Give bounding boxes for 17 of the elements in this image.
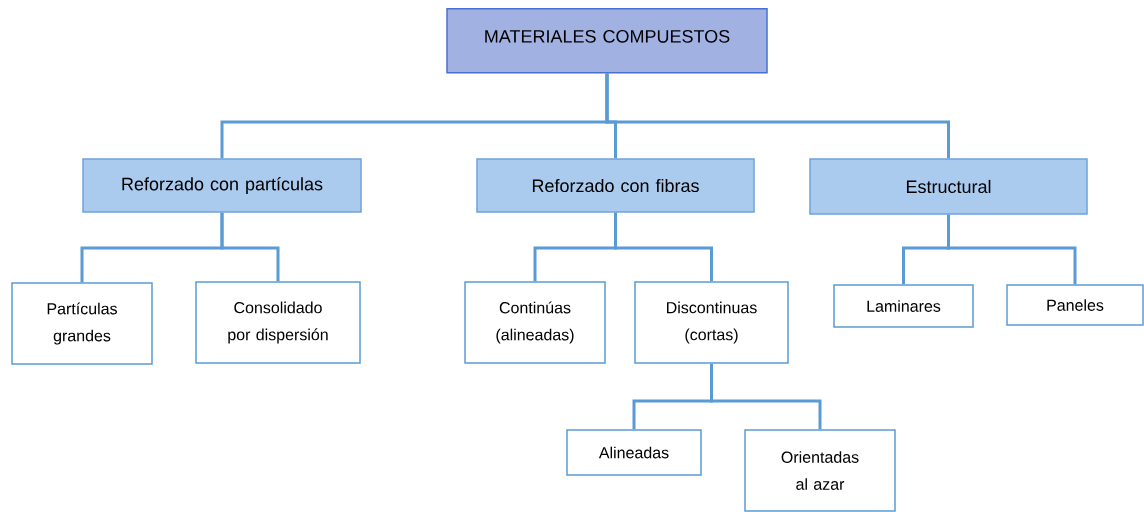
connector-line <box>614 212 713 282</box>
category-box: Estructural <box>809 158 1088 215</box>
subcategory-box: Consolidado por dispersión <box>195 281 361 364</box>
subcategory-box: Paneles <box>1006 284 1144 326</box>
title-box: MATERIALES COMPUESTOS <box>446 8 768 74</box>
connector-line <box>220 212 280 282</box>
category-box: Reforzado con partículas <box>82 158 362 213</box>
subcategory-box: Partículas grandes <box>11 282 153 365</box>
subcategory-box: Orientadas al azar <box>744 429 896 512</box>
subcategory-box: Discontinuas (cortas) <box>634 281 789 364</box>
category-box: Reforzado con fibras <box>476 158 755 213</box>
connector-line <box>947 214 1077 285</box>
subcategory-box: Laminares <box>833 284 974 328</box>
subcategory-box: Alineadas <box>566 429 702 476</box>
subcategory-box: Continúas (alineadas) <box>464 281 606 364</box>
connector-line <box>605 73 950 159</box>
connector-line <box>710 363 822 430</box>
